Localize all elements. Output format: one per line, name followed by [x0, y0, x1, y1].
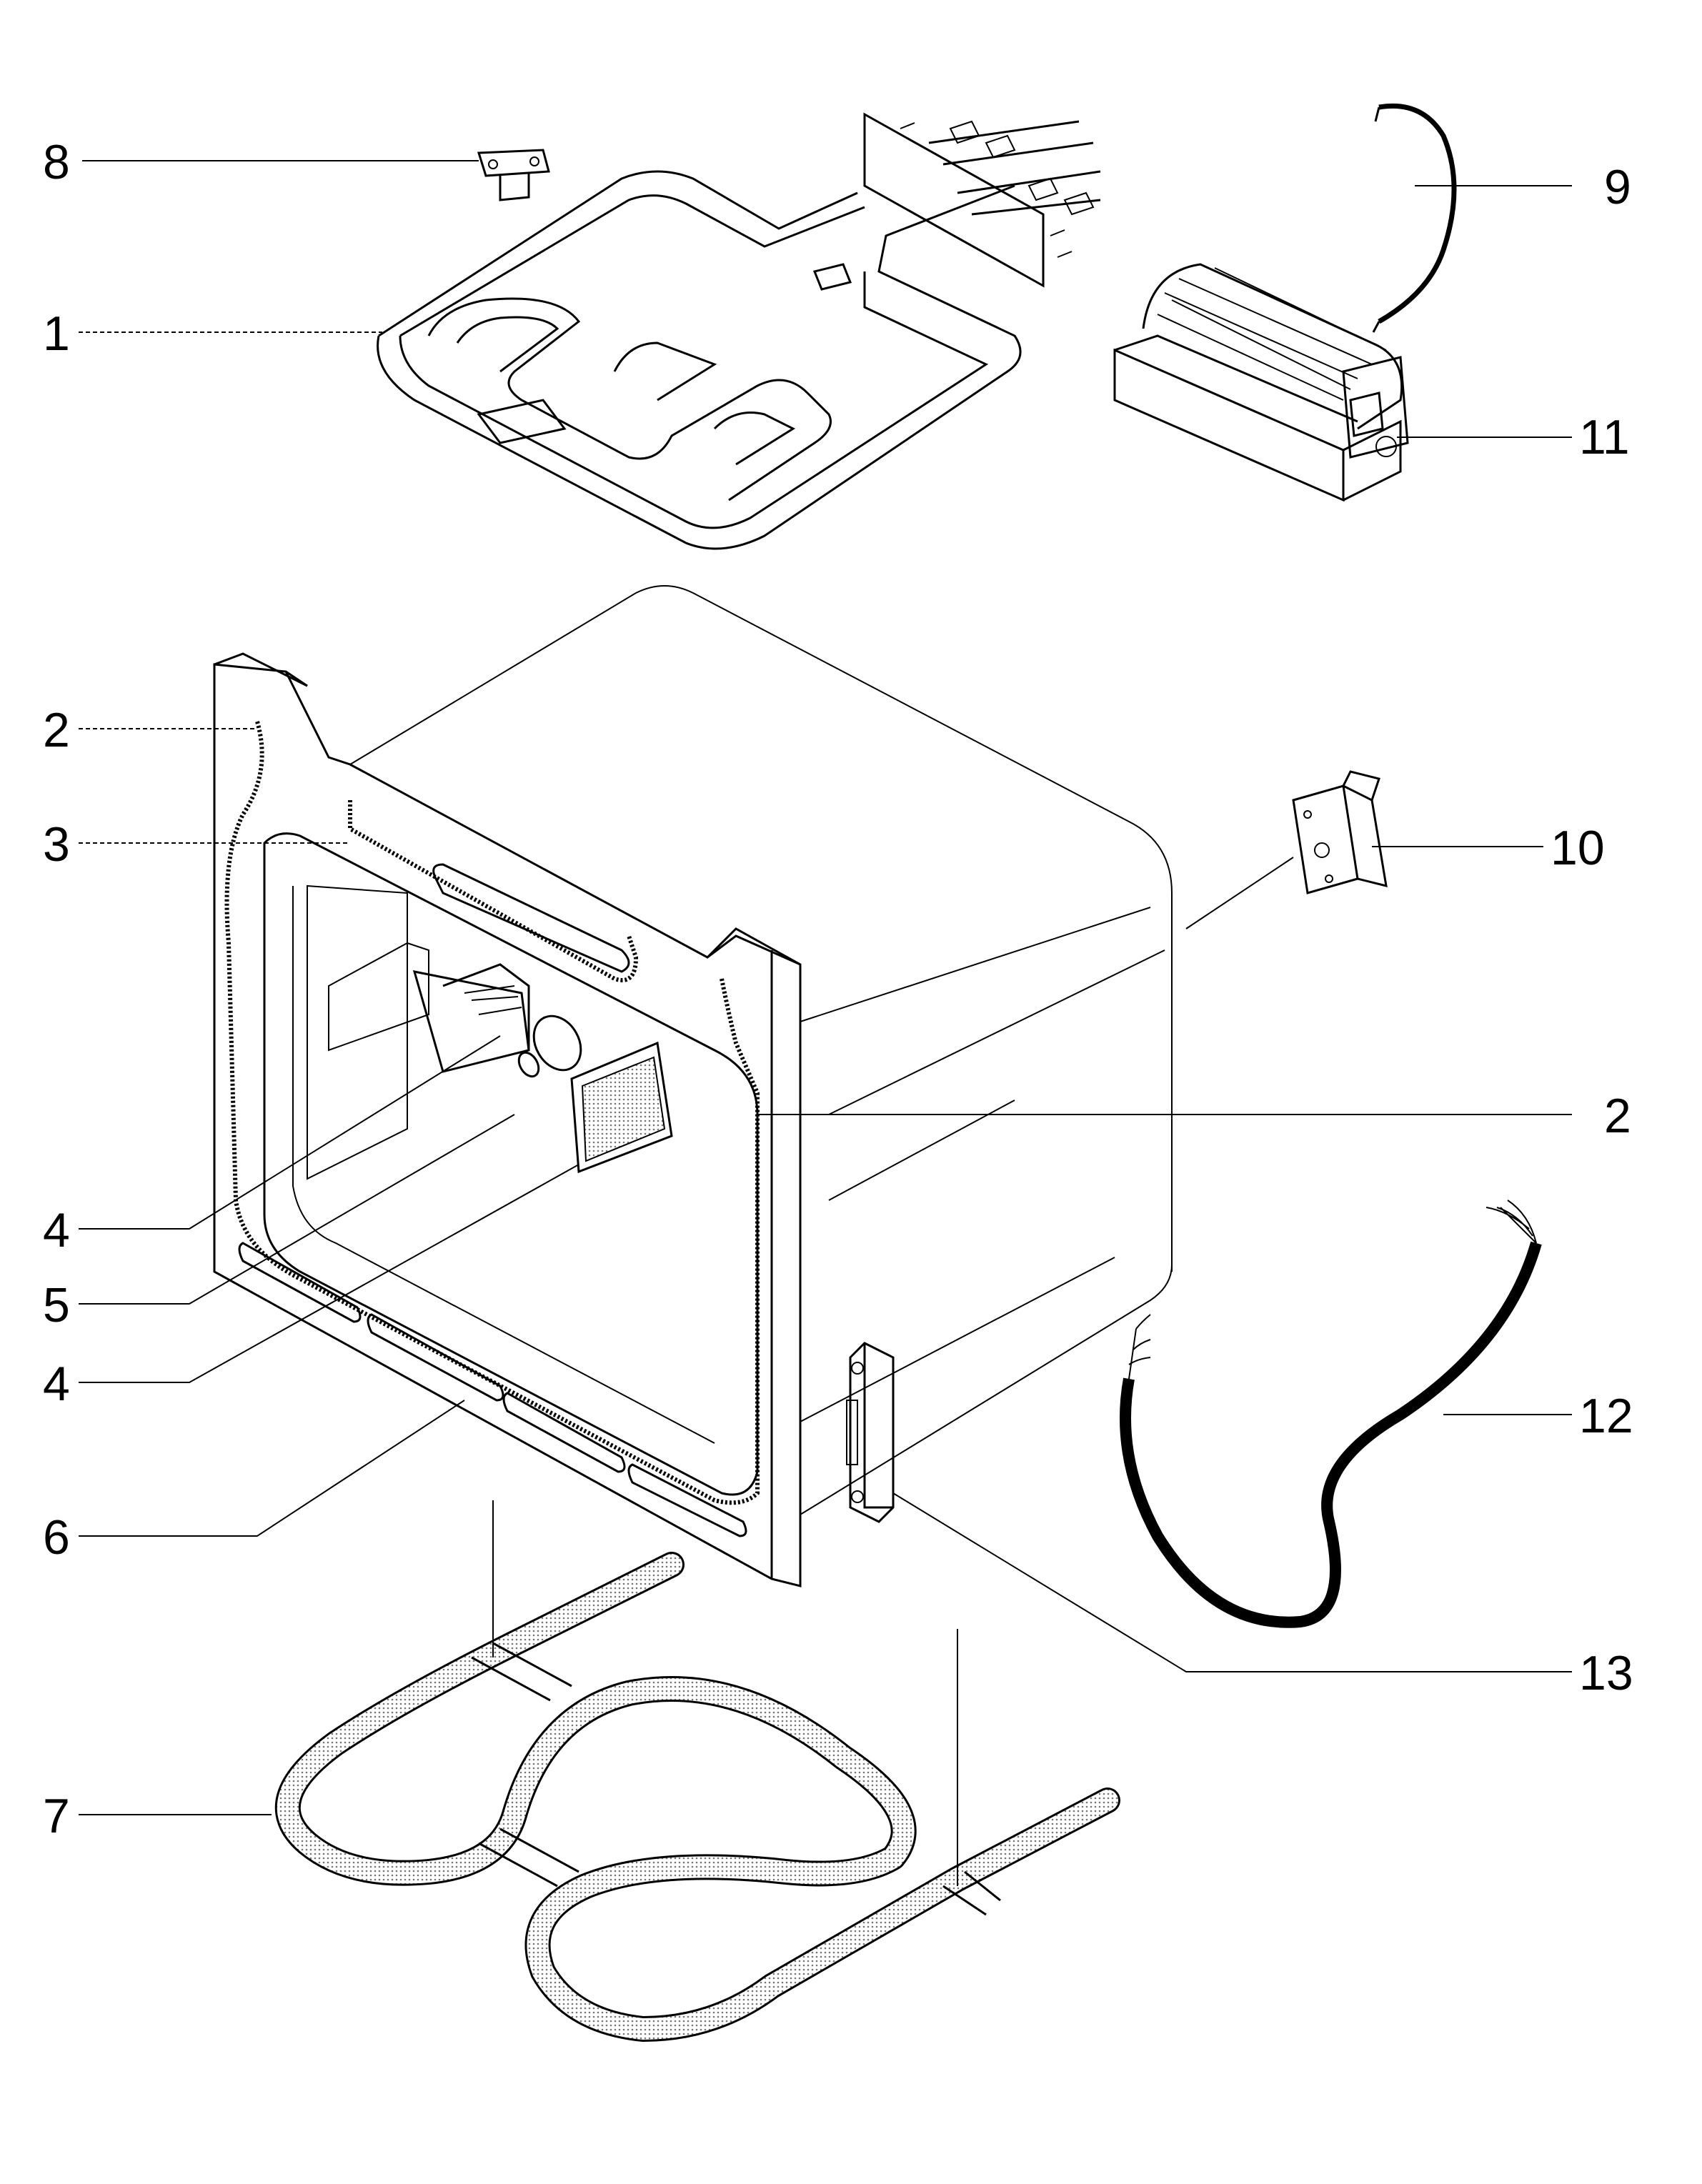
label-5: 5 — [43, 1278, 70, 1332]
part-11-fan-motor — [1113, 263, 1409, 502]
part-13-hinge — [846, 1342, 895, 1523]
label-11: 11 — [1579, 410, 1630, 464]
label-4-bottom: 4 — [43, 1357, 70, 1411]
label-13: 13 — [1579, 1646, 1633, 1700]
part-9-wire — [1378, 103, 1457, 324]
label-2-top: 2 — [43, 703, 70, 757]
label-9: 9 — [1604, 160, 1631, 214]
label-8: 8 — [43, 135, 70, 189]
part-12-cable — [1120, 1200, 1542, 1628]
label-6: 6 — [43, 1510, 70, 1565]
label-3: 3 — [43, 817, 70, 872]
part-10-switch — [1292, 770, 1388, 894]
label-4-top: 4 — [43, 1203, 70, 1257]
leader-lines — [79, 160, 1572, 1815]
part-7-lower-element — [274, 1500, 1120, 2042]
label-1: 1 — [43, 306, 70, 361]
label-7: 7 — [43, 1789, 70, 1843]
oven-cavity — [213, 585, 1173, 1587]
label-2-right: 2 — [1604, 1089, 1631, 1143]
part-1-grill-element — [377, 112, 1101, 550]
part-8-bracket — [477, 149, 550, 201]
label-12: 12 — [1579, 1389, 1633, 1443]
label-10: 10 — [1551, 821, 1605, 875]
